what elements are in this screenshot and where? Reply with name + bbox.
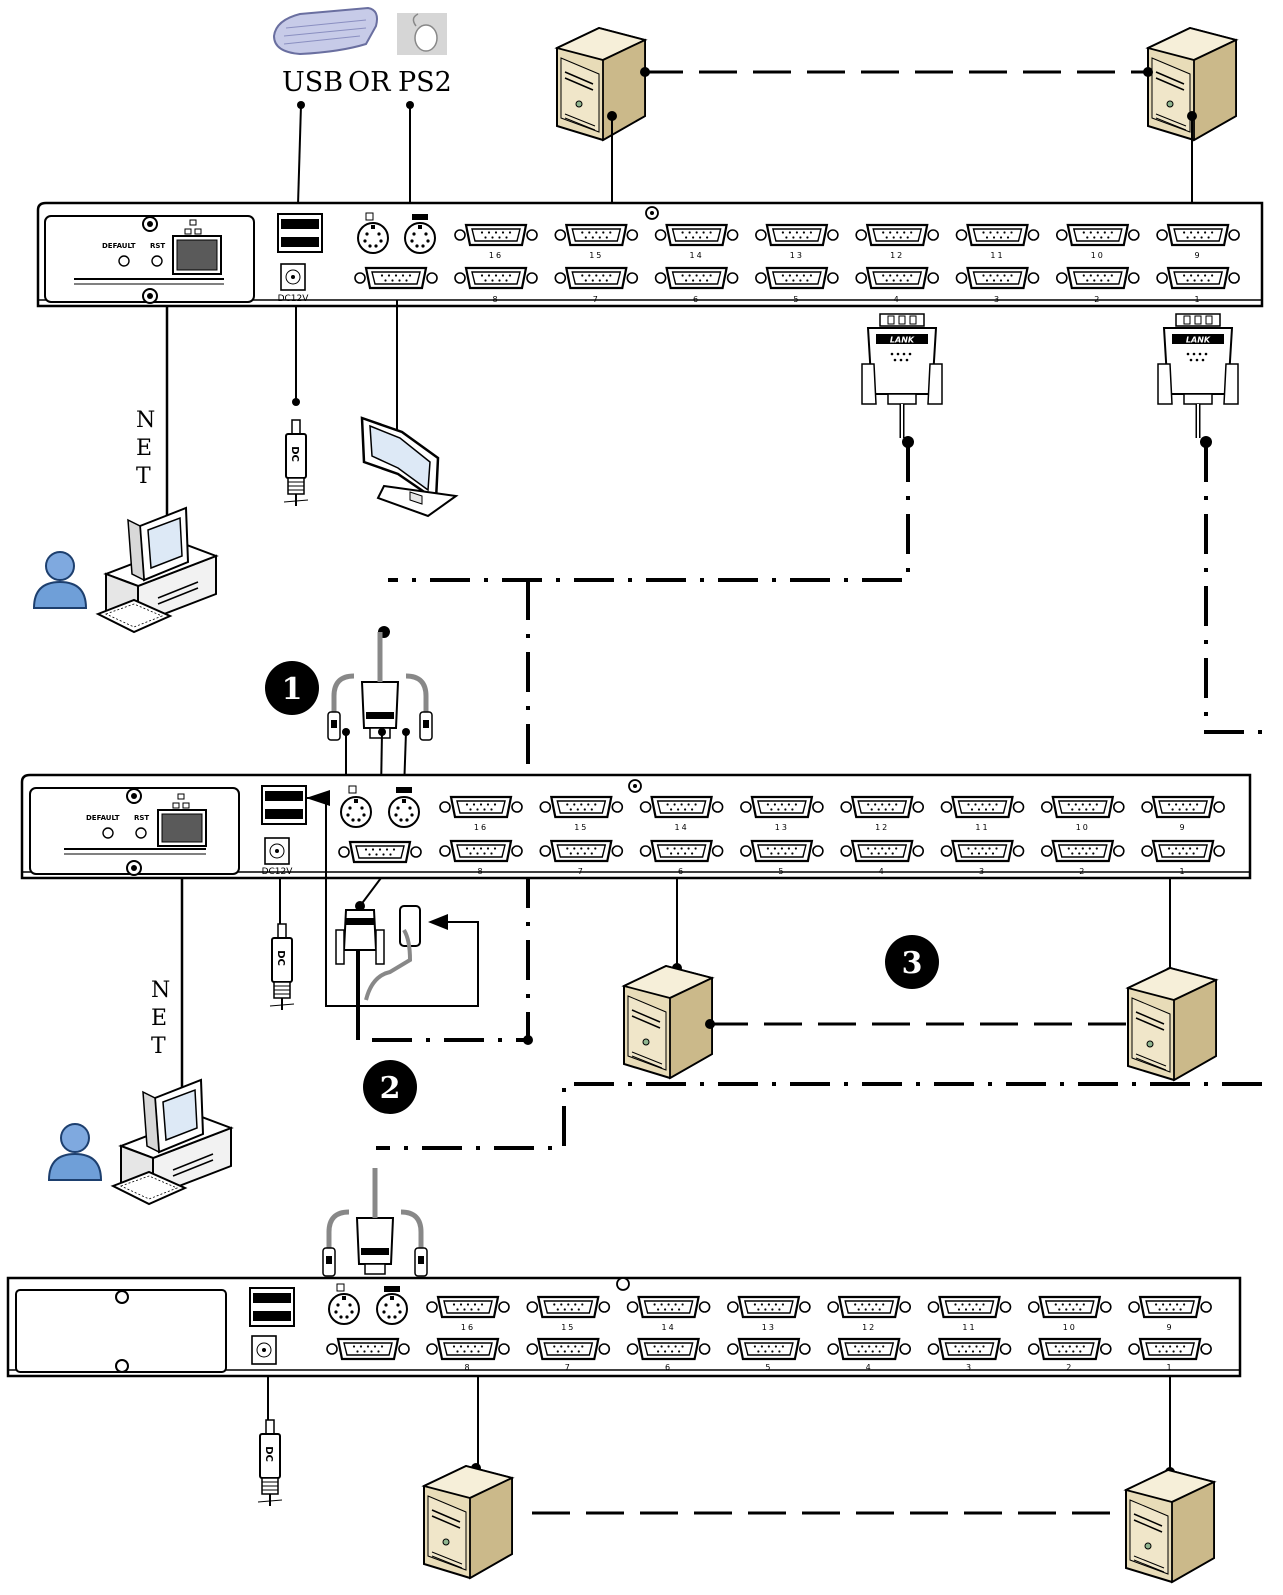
port-number-label: 11 <box>990 251 1004 260</box>
port-number-label: 11 <box>962 1323 976 1332</box>
port-number-label: 12 <box>875 823 889 832</box>
net-letter: T <box>151 1034 166 1059</box>
mouse-icon <box>397 13 447 55</box>
rst-label: RST <box>134 814 149 822</box>
user-icon <box>48 1123 102 1181</box>
label-or: OR <box>348 67 391 98</box>
port-number-label: 7 <box>593 295 600 304</box>
port-number-label: 1 <box>1195 295 1202 304</box>
pc-icon <box>97 507 217 633</box>
label-ps2: PS2 <box>398 67 452 98</box>
port-number-label: 7 <box>565 1363 572 1372</box>
kvm-switch-unit-1: DEFAULT RST DC12V <box>36 201 1264 308</box>
pc-icon <box>112 1079 232 1205</box>
network-icon <box>184 219 202 235</box>
default-label: DEFAULT <box>86 814 120 822</box>
svg-text:3: 3 <box>902 946 923 981</box>
net-letter: N <box>136 408 155 433</box>
port-number-label: 5 <box>778 867 785 876</box>
port-number-label: 2 <box>1079 867 1086 876</box>
port-number-label: 1 <box>1167 1363 1174 1372</box>
port-number-label: 16 <box>474 823 488 832</box>
net-letter: T <box>136 464 151 489</box>
port-number-label: 3 <box>979 867 986 876</box>
port-number-label: 10 <box>1076 823 1090 832</box>
dc12v-label: DC12V <box>278 294 310 304</box>
label-usb: USB <box>282 67 343 98</box>
port-number-label: 3 <box>966 1363 973 1372</box>
port-number-label: 2 <box>1066 1363 1073 1372</box>
dc-plug-icon <box>257 1419 283 1507</box>
default-label: DEFAULT <box>102 242 136 250</box>
port-number-label: 14 <box>690 251 704 260</box>
port-number-label: 4 <box>866 1363 873 1372</box>
rst-label: RST <box>150 242 165 250</box>
svg-text:1: 1 <box>282 672 303 707</box>
port-number-label: 9 <box>1180 823 1187 832</box>
port-number-label: 10 <box>1063 1323 1077 1332</box>
port-number-label: 16 <box>461 1323 475 1332</box>
net-letter: E <box>151 1006 167 1031</box>
port-number-label: 4 <box>879 867 886 876</box>
port-number-label: 8 <box>492 295 499 304</box>
port-number-label: 4 <box>894 295 901 304</box>
server-icon <box>423 1465 513 1579</box>
port-number-label: 5 <box>793 295 800 304</box>
dc12v-label: DC12V <box>262 867 294 877</box>
port-number-label: 3 <box>994 295 1001 304</box>
port-number-label: 13 <box>790 251 804 260</box>
port-number-label: 1 <box>1180 867 1187 876</box>
kvm-switch-unit-3 <box>6 1276 1242 1378</box>
keyboard-icon <box>272 6 378 56</box>
port-number-label: 7 <box>578 867 585 876</box>
port-number-label: 9 <box>1195 251 1202 260</box>
dc-plug-icon <box>269 923 295 1011</box>
monitor-icon <box>360 416 459 518</box>
port-number-label: 16 <box>489 251 503 260</box>
port-number-label: 15 <box>574 823 588 832</box>
server-icon <box>556 27 646 141</box>
port-number-label: 8 <box>477 867 484 876</box>
port-number-label: 12 <box>862 1323 876 1332</box>
port-number-label: 12 <box>890 251 904 260</box>
port-number-label: 9 <box>1167 1323 1174 1332</box>
step-badge-2: 2 <box>363 1060 417 1114</box>
port-number-label: 14 <box>662 1323 676 1332</box>
net-letter: N <box>151 978 170 1003</box>
user-icon <box>33 551 87 609</box>
port-number-label: 6 <box>693 295 700 304</box>
svg-text:2: 2 <box>380 1071 401 1106</box>
vga-connector-icon <box>862 314 942 438</box>
step-badge-1: 1 <box>265 661 319 715</box>
port-number-label: 15 <box>589 251 603 260</box>
step-badge-3: 3 <box>885 935 939 989</box>
port-number-label: 14 <box>675 823 689 832</box>
port-number-label: 13 <box>762 1323 776 1332</box>
server-icon <box>623 965 713 1079</box>
port-number-label: 6 <box>678 867 685 876</box>
port-number-label: 2 <box>1094 295 1101 304</box>
port-number-label: 5 <box>765 1363 772 1372</box>
kvm-cable-icon <box>323 1168 427 1276</box>
port-number-label: 11 <box>975 823 989 832</box>
server-icon <box>1127 967 1217 1081</box>
port-number-label: 13 <box>775 823 789 832</box>
port-number-label: 6 <box>665 1363 672 1372</box>
port-number-label: 15 <box>561 1323 575 1332</box>
port-number-label: 10 <box>1091 251 1105 260</box>
net-letter: E <box>136 436 152 461</box>
vga-usb-cable-icon <box>335 905 421 1040</box>
port-number-label: 8 <box>464 1363 471 1372</box>
server-icon <box>1125 1469 1215 1583</box>
vga-connector-icon <box>1158 314 1238 438</box>
dc-plug-icon <box>283 419 309 507</box>
kvm-cable-icon <box>328 632 432 740</box>
